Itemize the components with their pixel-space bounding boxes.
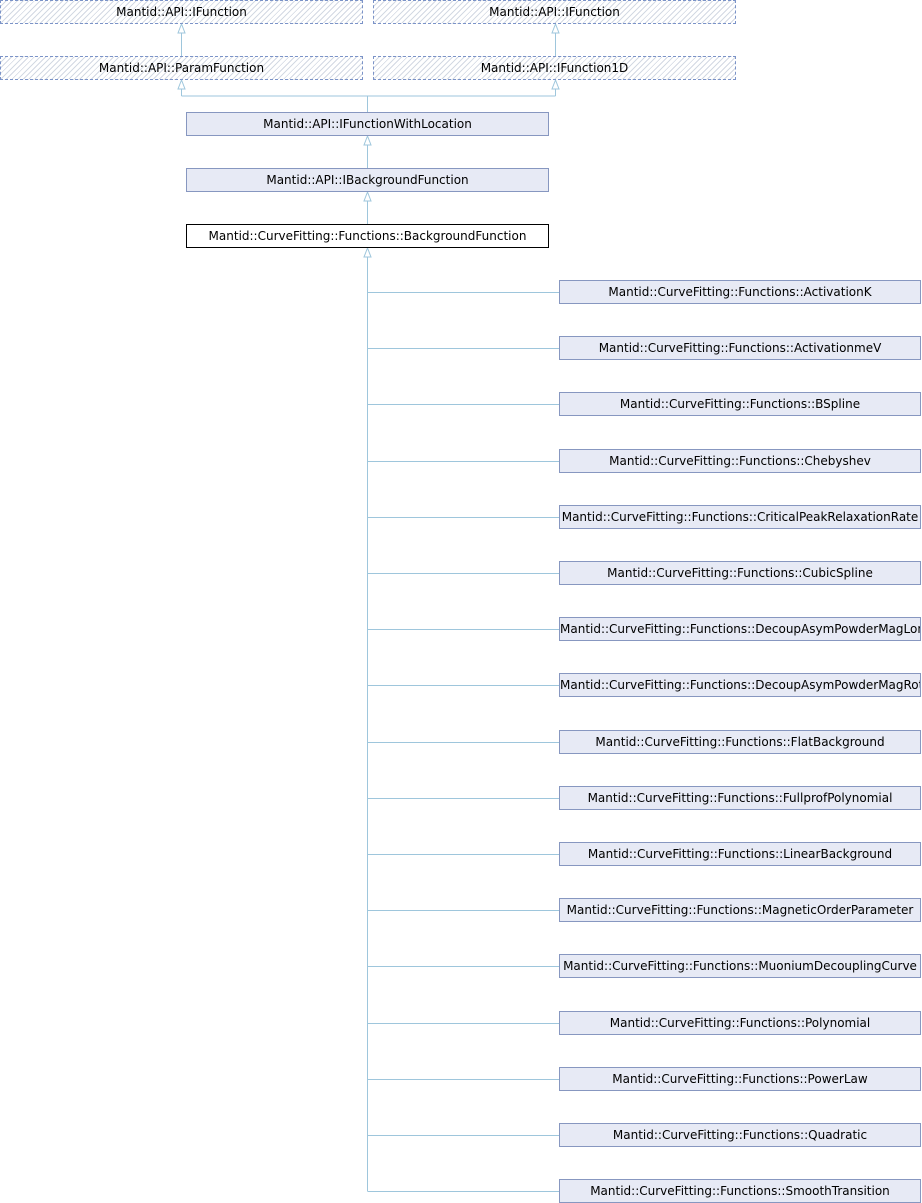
node-derived-class[interactable]: Mantid::CurveFitting::Functions::Magneti… (559, 898, 921, 922)
node-derived-class[interactable]: Mantid::CurveFitting::Functions::Activat… (559, 280, 921, 304)
arrow-to-ifunction-left (177, 22, 186, 34)
node-derived-class[interactable]: Mantid::CurveFitting::Functions::Muonium… (559, 954, 921, 978)
node-derived-class[interactable]: Mantid::CurveFitting::Functions::Activat… (559, 336, 921, 360)
node-derived-class[interactable]: Mantid::CurveFitting::Functions::Quadrat… (559, 1123, 921, 1147)
arrow-to-paramfunction (177, 78, 186, 90)
node-derived-class[interactable]: Mantid::CurveFitting::Functions::SmoothT… (559, 1179, 921, 1203)
node-derived-class[interactable]: Mantid::CurveFitting::Functions::Chebysh… (559, 449, 921, 473)
node-background-function: Mantid::CurveFitting::Functions::Backgro… (186, 224, 549, 248)
node-derived-class[interactable]: Mantid::CurveFitting::Functions::PowerLa… (559, 1067, 921, 1091)
node-derived-class[interactable]: Mantid::CurveFitting::Functions::DecoupA… (559, 617, 921, 641)
node-derived-class[interactable]: Mantid::CurveFitting::Functions::CubicSp… (559, 561, 921, 585)
node-param-function: Mantid::API::ParamFunction (0, 56, 363, 80)
node-derived-class[interactable]: Mantid::CurveFitting::Functions::Fullpro… (559, 786, 921, 810)
node-ifunction-with-location[interactable]: Mantid::API::IFunctionWithLocation (186, 112, 549, 136)
node-derived-class[interactable]: Mantid::CurveFitting::Functions::FlatBac… (559, 730, 921, 754)
node-derived-class[interactable]: Mantid::CurveFitting::Functions::Polynom… (559, 1011, 921, 1035)
node-derived-class[interactable]: Mantid::CurveFitting::Functions::LinearB… (559, 842, 921, 866)
node-derived-class[interactable]: Mantid::CurveFitting::Functions::BSpline (559, 392, 921, 416)
node-derived-class[interactable]: Mantid::CurveFitting::Functions::Critica… (559, 505, 921, 529)
node-ifunction-left: Mantid::API::IFunction (0, 0, 363, 24)
arrow-to-background-function (363, 246, 372, 258)
arrow-to-ifunction1d (551, 78, 560, 90)
arrow-to-iwithlocation (363, 134, 372, 146)
arrow-to-ibackground (363, 190, 372, 202)
arrow-to-ifunction-right (551, 22, 560, 34)
node-ibackground-function[interactable]: Mantid::API::IBackgroundFunction (186, 168, 549, 192)
node-ifunction-right: Mantid::API::IFunction (373, 0, 736, 24)
node-derived-class[interactable]: Mantid::CurveFitting::Functions::DecoupA… (559, 673, 921, 697)
node-ifunction1d: Mantid::API::IFunction1D (373, 56, 736, 80)
